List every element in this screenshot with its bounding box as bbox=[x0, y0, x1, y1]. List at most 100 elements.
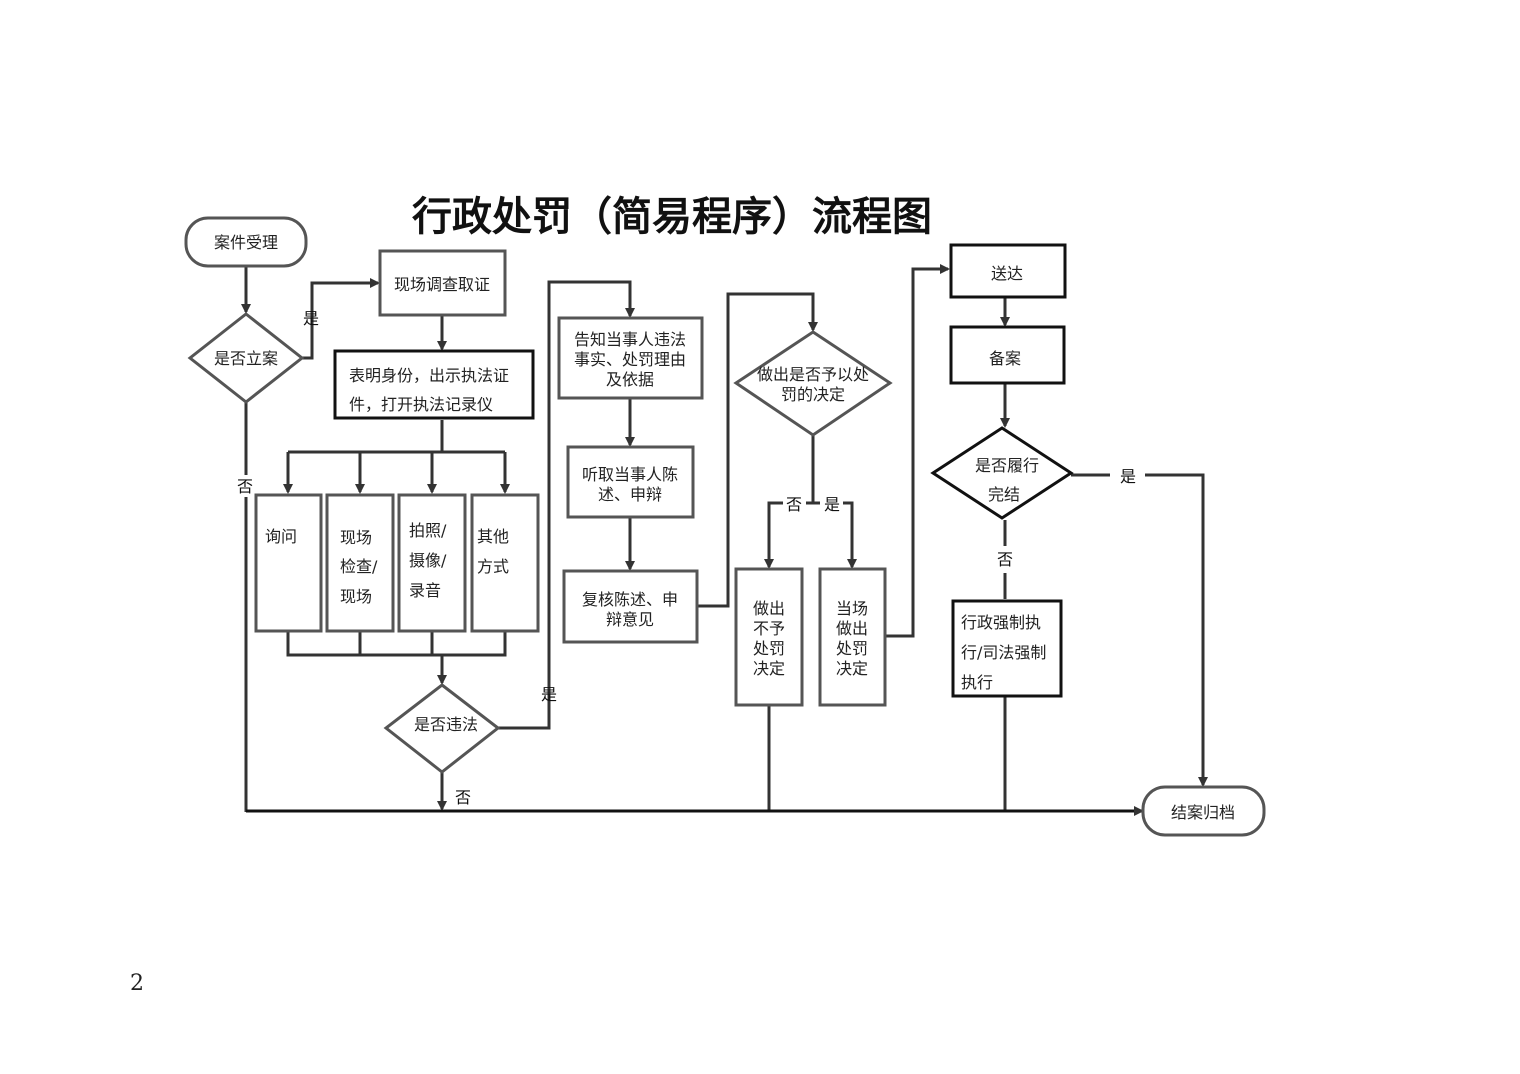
edge-label-file-no: 否 bbox=[237, 477, 253, 496]
process-shape bbox=[949, 243, 1067, 299]
edge-label-penalty-no: 否 bbox=[786, 495, 802, 514]
node-label: 是否立案 bbox=[214, 349, 278, 368]
node-label: 完结 bbox=[988, 485, 1020, 504]
decision-shape bbox=[733, 330, 893, 437]
connectors bbox=[241, 264, 1203, 816]
terminal-shape bbox=[184, 216, 308, 268]
process-shape bbox=[951, 599, 1063, 698]
edge-fulfilled-yes bbox=[1071, 473, 1203, 785]
process-shape bbox=[325, 493, 395, 633]
node-label: 检查/ bbox=[340, 557, 378, 576]
edge-review-to-penalty bbox=[697, 292, 818, 608]
node-fulfilled-decision: 是否履行 完结 bbox=[930, 426, 1074, 520]
terminal-shape bbox=[1141, 785, 1266, 837]
node-label: 处罚 bbox=[753, 639, 785, 658]
node-label: 做出 bbox=[753, 599, 785, 618]
node-inquiry: 询问 bbox=[254, 493, 323, 633]
node-label: 复核陈述、申 bbox=[582, 590, 678, 609]
node-label: 执行 bbox=[961, 673, 993, 692]
edge-penalty-no-branch bbox=[769, 501, 813, 567]
node-label: 做出是否予以处 bbox=[757, 365, 869, 384]
node-label: 询问 bbox=[265, 527, 297, 546]
node-file-decision: 是否立案 bbox=[187, 312, 305, 404]
node-label: 行/司法强制 bbox=[961, 643, 1046, 662]
node-label: 决定 bbox=[753, 659, 785, 678]
node-onsite-inspection: 现场 检查/ 现场 bbox=[325, 493, 395, 633]
diagram-title: 行政处罚（简易程序）流程图 bbox=[412, 194, 932, 240]
node-label: 现场 bbox=[340, 528, 372, 547]
node-label: 是否违法 bbox=[414, 715, 478, 734]
process-shape bbox=[254, 493, 323, 633]
edge-file-yes bbox=[302, 278, 380, 360]
node-enforcement: 行政强制执 行/司法强制 执行 bbox=[951, 599, 1063, 698]
node-label: 决定 bbox=[836, 659, 868, 678]
node-no-penalty: 做出 不予 处罚 决定 bbox=[734, 567, 804, 707]
node-label: 结案归档 bbox=[1171, 803, 1235, 822]
edge-label-violation-no: 否 bbox=[455, 788, 471, 807]
node-label: 案件受理 bbox=[214, 233, 278, 252]
node-label: 当场 bbox=[836, 599, 868, 618]
node-label: 现场 bbox=[340, 587, 372, 606]
node-label: 告知当事人违法 bbox=[574, 330, 686, 349]
node-label: 不予 bbox=[753, 619, 785, 638]
process-shape bbox=[397, 493, 467, 633]
node-label: 听取当事人陈 bbox=[582, 465, 678, 484]
process-shape bbox=[734, 567, 804, 707]
process-shape bbox=[949, 325, 1066, 385]
edge-label-fulfilled-yes: 是 bbox=[1120, 467, 1136, 486]
node-label: 述、申辩 bbox=[598, 485, 662, 504]
edge-label-fulfilled-no: 否 bbox=[997, 550, 1013, 569]
node-label: 罚的决定 bbox=[781, 385, 845, 404]
node-review-statement: 复核陈述、申 辩意见 bbox=[562, 569, 699, 644]
node-inform-party: 告知当事人违法 事实、处罚理由 及依据 bbox=[557, 316, 704, 400]
node-label: 拍照/ bbox=[409, 521, 447, 540]
edge-penalty-yes-branch bbox=[813, 501, 852, 567]
node-label: 现场调查取证 bbox=[394, 275, 490, 294]
node-onsite-penalty: 当场 做出 处罚 决定 bbox=[818, 567, 887, 707]
edge-label-penalty-yes: 是 bbox=[824, 495, 840, 514]
node-label: 辩意见 bbox=[606, 610, 654, 629]
node-label: 是否履行 bbox=[975, 456, 1039, 475]
node-hear-statement: 听取当事人陈 述、申辩 bbox=[566, 445, 695, 519]
node-label: 行政强制执 bbox=[961, 613, 1041, 632]
node-record-filing: 备案 bbox=[949, 325, 1066, 385]
node-violation-decision: 是否违法 bbox=[383, 683, 501, 774]
node-label: 其他 bbox=[477, 527, 509, 546]
edge-methods-merge bbox=[286, 631, 507, 657]
node-label: 及依据 bbox=[606, 370, 654, 389]
node-onsite-investigation: 现场调查取证 bbox=[378, 249, 507, 317]
node-show-identity: 表明身份，出示执法证 件，打开执法记录仪 bbox=[333, 349, 535, 420]
process-shape bbox=[378, 249, 507, 317]
decision-shape bbox=[187, 312, 305, 404]
process-shape bbox=[562, 569, 699, 644]
decision-shape bbox=[383, 683, 501, 774]
node-label: 方式 bbox=[477, 557, 509, 576]
process-shape bbox=[333, 349, 535, 420]
edge-label-file-yes: 是 bbox=[303, 309, 319, 328]
node-photo-video: 拍照/ 摄像/ 录音 bbox=[397, 493, 467, 633]
node-other-methods: 其他 方式 bbox=[470, 493, 540, 633]
node-label: 表明身份，出示执法证 bbox=[349, 366, 509, 385]
page-number: 2 bbox=[130, 971, 144, 996]
process-shape bbox=[470, 493, 540, 633]
process-shape bbox=[818, 567, 887, 707]
node-label: 处罚 bbox=[836, 639, 868, 658]
edge-identity-split bbox=[288, 420, 505, 454]
node-label: 事实、处罚理由 bbox=[574, 350, 686, 369]
node-case-accept: 案件受理 bbox=[184, 216, 308, 268]
process-shape bbox=[566, 445, 695, 519]
node-label: 摄像/ bbox=[409, 551, 447, 570]
process-shape bbox=[557, 316, 704, 400]
edge-label-violation-yes: 是 bbox=[541, 685, 557, 704]
node-label: 送达 bbox=[991, 264, 1023, 283]
node-label: 录音 bbox=[409, 581, 441, 600]
decision-shape bbox=[930, 426, 1074, 520]
node-close-archive: 结案归档 bbox=[1141, 785, 1266, 837]
edge-violation-yes bbox=[498, 280, 635, 730]
node-label: 做出 bbox=[836, 619, 868, 638]
node-deliver: 送达 bbox=[949, 243, 1067, 299]
edge-onsite-penalty-to-deliver bbox=[885, 264, 950, 638]
node-label: 备案 bbox=[989, 349, 1021, 368]
node-label: 件，打开执法记录仪 bbox=[349, 395, 493, 414]
